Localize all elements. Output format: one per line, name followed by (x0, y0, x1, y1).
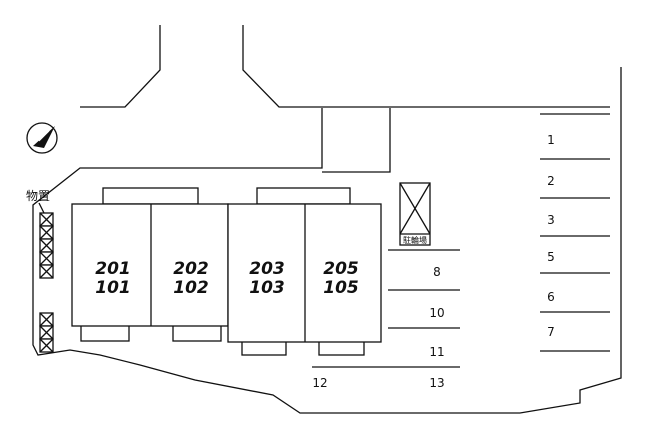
parking-slot-6: 6 (547, 290, 555, 304)
parking-slot-11: 11 (429, 345, 444, 359)
unit-lower-label: 101 (95, 278, 131, 298)
lot-boundary (32, 67, 622, 414)
parking-slot-7: 7 (547, 325, 555, 339)
parking-right: 1 2 3 5 6 7 (540, 113, 610, 352)
balcony (256, 187, 351, 205)
unit-lower-label: 102 (173, 278, 209, 298)
balcony (102, 187, 199, 205)
parking-slot-2: 2 (547, 174, 555, 188)
unit-203-103: 203 103 (249, 259, 285, 298)
parking-slot-10: 10 (429, 306, 444, 320)
parking-middle: 8 10 11 13 12 (312, 249, 460, 390)
unit-lower-label: 105 (323, 278, 359, 298)
storage-label: 物置 (26, 189, 50, 203)
unit-202-102: 202 102 (173, 259, 209, 298)
unit-lower-label: 103 (249, 278, 285, 298)
storage-shed (39, 212, 54, 353)
building-west-block (71, 203, 229, 327)
bicycle-parking: 駐輪場 (399, 182, 431, 246)
parking-slot-5: 5 (547, 250, 555, 264)
unit-205-105: 205 105 (323, 259, 359, 298)
unit-upper-label: 201 (95, 259, 131, 279)
apartment-building (71, 187, 382, 356)
unit-upper-label: 202 (173, 259, 209, 279)
parking-slot-1: 1 (547, 133, 555, 147)
north-arrow-icon (26, 122, 58, 154)
entrance-porch (80, 324, 130, 342)
unit-upper-label: 205 (323, 259, 359, 279)
parking-slot-3: 3 (547, 213, 555, 227)
entrance-road (80, 25, 610, 108)
unit-201-101: 201 101 (95, 259, 131, 298)
parking-slot-12: 12 (312, 376, 327, 390)
bicycle-parking-label: 駐輪場 (403, 235, 427, 245)
entrance-porch (172, 324, 222, 342)
parking-slot-8: 8 (433, 265, 441, 279)
parking-slot-13: 13 (429, 376, 444, 390)
unit-upper-label: 203 (249, 259, 285, 279)
storage-leader-line (38, 202, 45, 214)
